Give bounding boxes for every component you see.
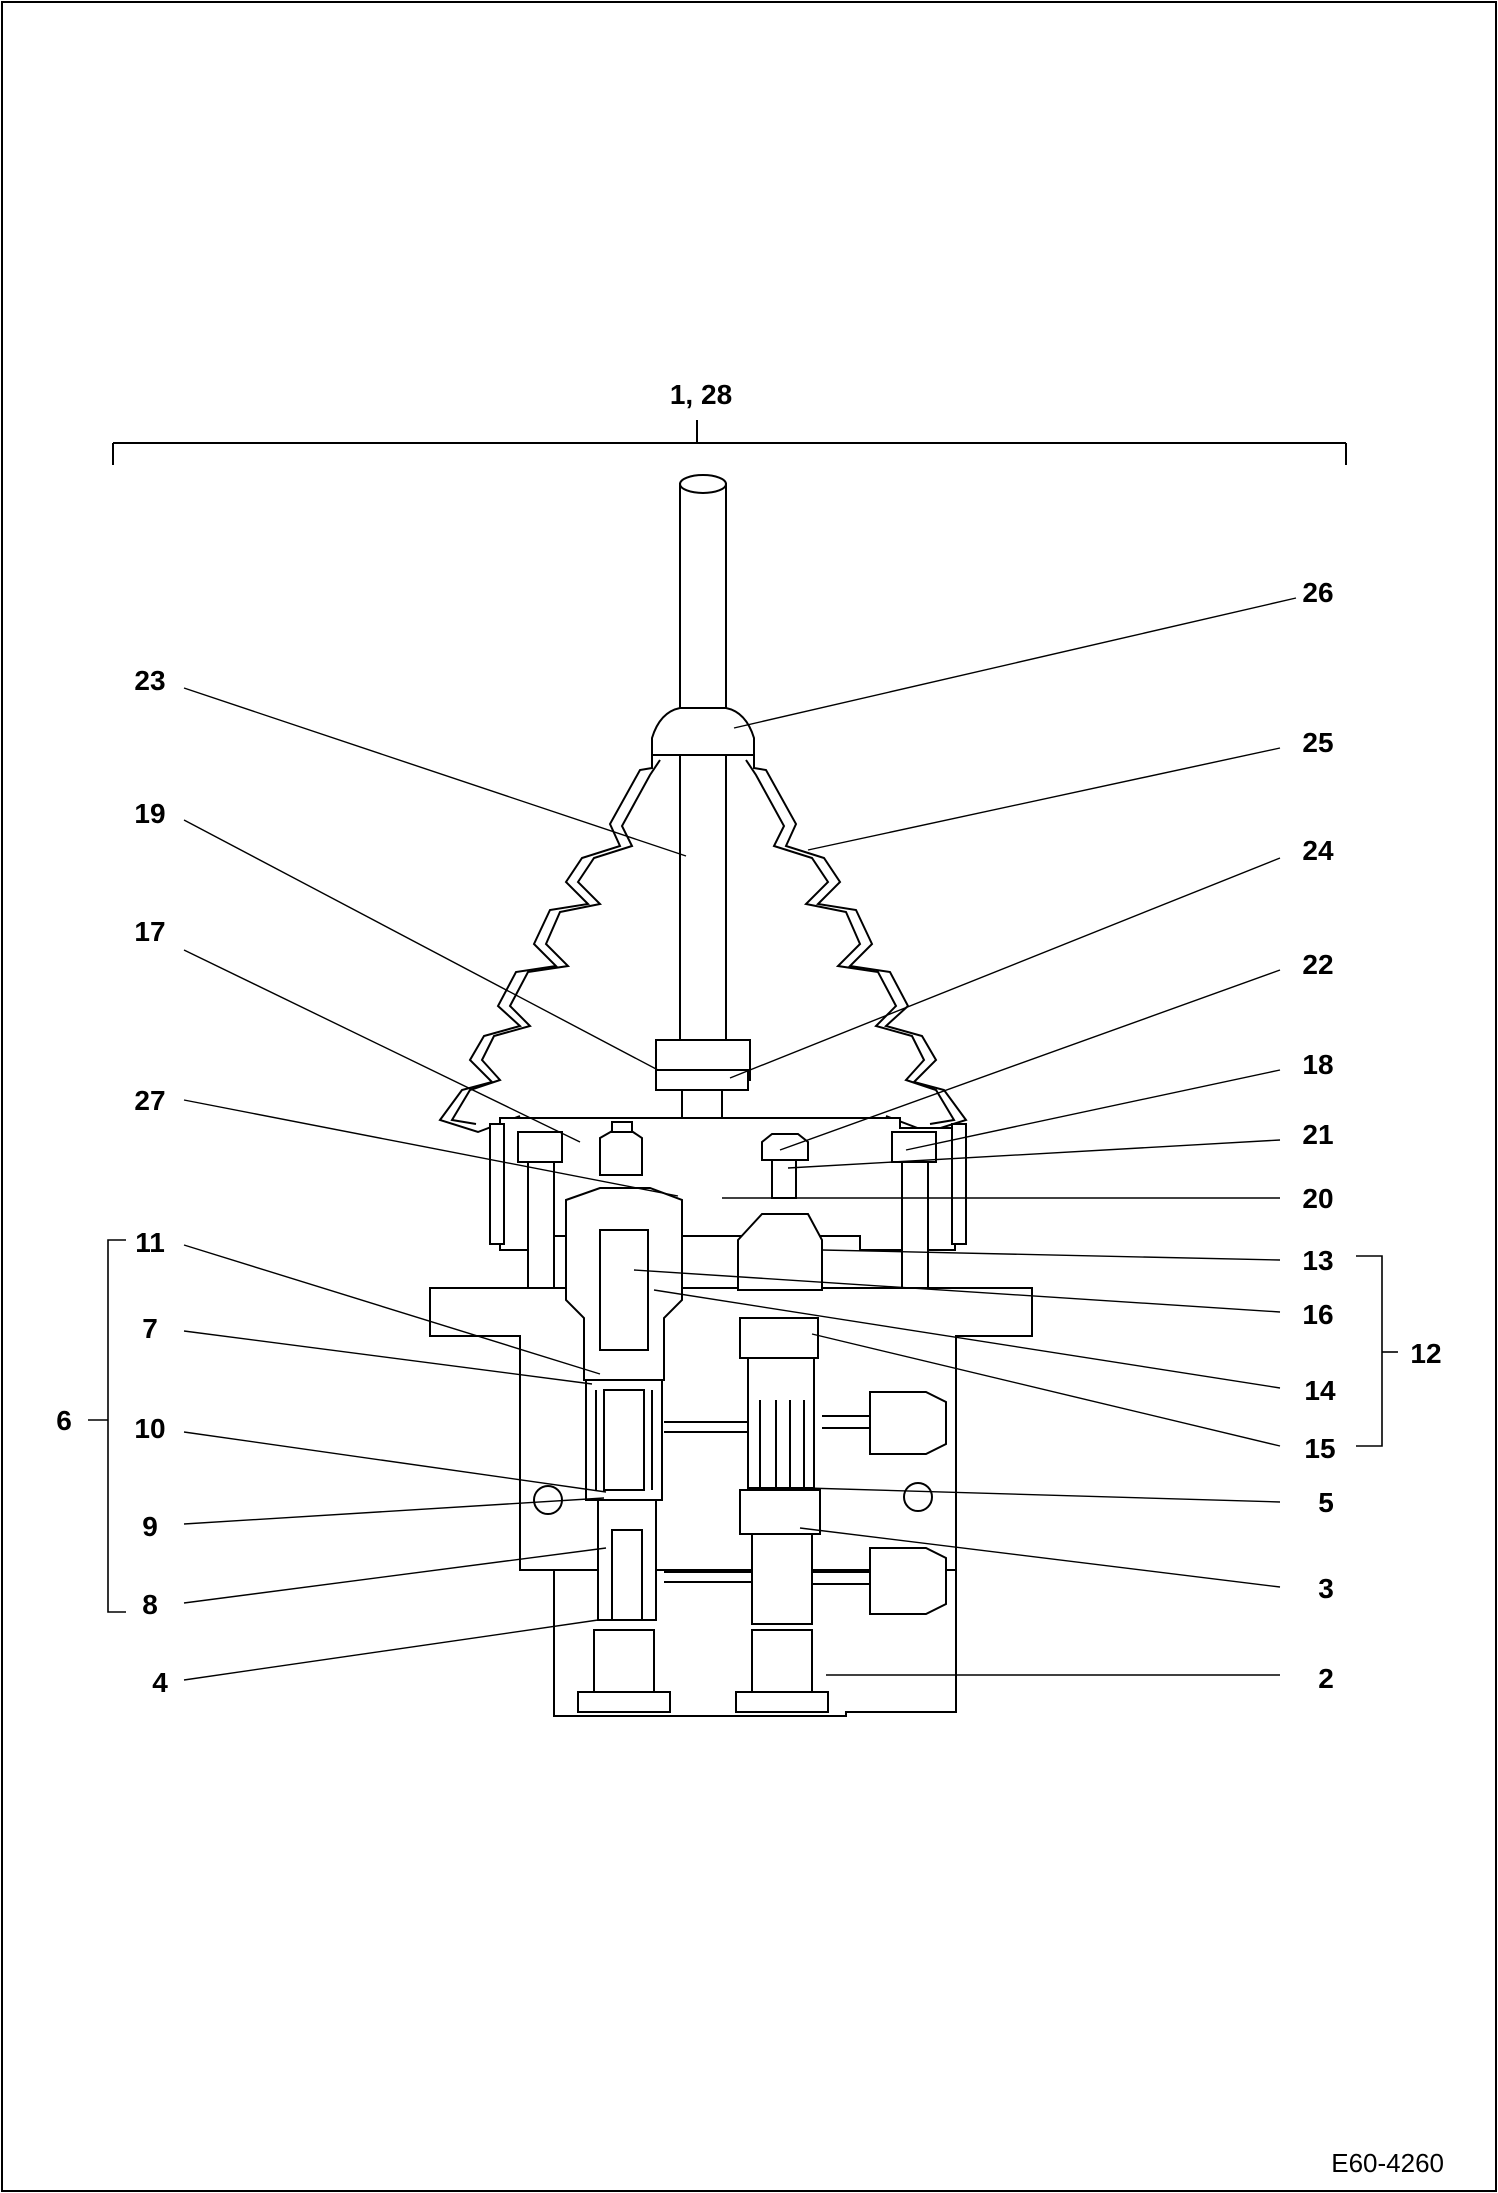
- callout-16: 16: [1302, 1299, 1333, 1330]
- callout-4: 4: [152, 1667, 168, 1698]
- plug-left: [593, 1629, 655, 1693]
- callout-10: 10: [134, 1413, 165, 1444]
- rod-21: [771, 1159, 797, 1199]
- hole-left: [533, 1485, 563, 1515]
- port-lower: [869, 1547, 947, 1615]
- adjust-nut-right: [761, 1133, 809, 1161]
- spool-right-mid: [739, 1489, 821, 1535]
- valve-assembly: [429, 474, 1033, 1717]
- callout-23: 23: [134, 665, 165, 696]
- callout-21: 21: [1302, 1119, 1333, 1150]
- callout-5: 5: [1318, 1487, 1334, 1518]
- port-upper: [869, 1391, 947, 1455]
- screw-head-right: [891, 1131, 937, 1163]
- callout-18: 18: [1302, 1049, 1333, 1080]
- callout-24: 24: [1302, 835, 1334, 866]
- callout-7: 7: [142, 1313, 158, 1344]
- lever-top: [679, 474, 727, 494]
- callout-27: 27: [134, 1085, 165, 1116]
- top-flange-left: [489, 1123, 505, 1245]
- label-1-28: 1, 28: [670, 379, 732, 410]
- callout-9: 9: [142, 1511, 158, 1542]
- callout-19: 19: [134, 798, 165, 829]
- callout-14: 14: [1304, 1375, 1336, 1406]
- boot-cap: [651, 707, 755, 756]
- boot-left-inner: [450, 759, 661, 1125]
- callout-labels: 26 25 24 22 18 21 20 13 16 14 15 5 3 2 1…: [56, 577, 1441, 1698]
- callout-20: 20: [1302, 1183, 1333, 1214]
- adjust-nut-left: [599, 1129, 643, 1176]
- spool-right-collar: [739, 1317, 819, 1359]
- callout-12: 12: [1410, 1338, 1441, 1369]
- boot-right-inner: [745, 759, 956, 1125]
- callout-3: 3: [1318, 1573, 1334, 1604]
- callout-2: 2: [1318, 1663, 1334, 1694]
- spool-left-upper: [599, 1229, 649, 1351]
- callout-25: 25: [1302, 727, 1333, 758]
- callout-8: 8: [142, 1589, 158, 1620]
- nut-24: [655, 1069, 749, 1091]
- callout-15: 15: [1304, 1433, 1335, 1464]
- top-bracket: [112, 420, 1347, 465]
- callout-26: 26: [1302, 577, 1333, 608]
- callout-11: 11: [135, 1227, 165, 1258]
- plug-right: [751, 1629, 813, 1693]
- drawing-code: E60-4260: [1331, 2148, 1444, 2178]
- screw-head-left: [517, 1131, 563, 1163]
- lever-shaft: [679, 483, 727, 1075]
- group-brackets: [88, 1239, 1398, 1613]
- hole-right: [903, 1482, 933, 1512]
- boot-right: [753, 755, 968, 1134]
- callout-22: 22: [1302, 949, 1333, 980]
- callout-17: 17: [134, 916, 165, 947]
- callout-13: 13: [1302, 1245, 1333, 1276]
- callout-6: 6: [56, 1405, 72, 1436]
- shaft-stub: [681, 1089, 723, 1123]
- spool-right-lower: [751, 1533, 813, 1625]
- guide-right: [737, 1213, 823, 1291]
- top-flange-right: [951, 1123, 967, 1245]
- leader-lines: [183, 597, 1297, 1681]
